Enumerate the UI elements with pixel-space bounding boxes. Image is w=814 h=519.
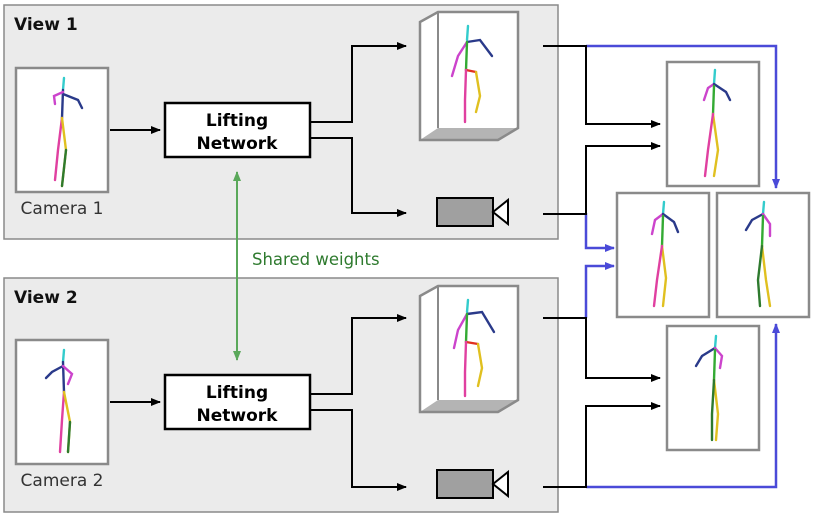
pose-3d-view-2 [418, 284, 520, 414]
lifting-network-2-line1: Lifting [206, 383, 268, 403]
skeleton-2d-camera-2 [44, 348, 74, 454]
skeleton-3d-view-1 [450, 24, 494, 124]
view-1-panel: View 1 Camera 1 Lifting Network [3, 4, 559, 240]
blue-arrow-pose-2-to-reprojection-left [584, 262, 615, 318]
arrow-pose-2-to-projection-bottom [543, 317, 661, 382]
view-2-title: View 2 [14, 288, 78, 308]
view-2-panel: View 2 Camera 2 Lifting Network [3, 277, 559, 513]
camera-1-image [14, 66, 110, 194]
lifting-network-1: Lifting Network [163, 101, 312, 159]
arrow-camera-2-to-projection-bottom [543, 402, 661, 488]
view-1-title: View 1 [14, 15, 78, 35]
skeleton-2d-camera-1 [52, 76, 84, 188]
lifting-network-1-line1: Lifting [206, 111, 268, 131]
camera-icon-view-1 [436, 197, 509, 227]
blue-arrow-camera-2-to-reprojection-right [586, 323, 780, 489]
projection-right [715, 191, 811, 319]
skeleton-3d-view-2 [452, 298, 496, 398]
projection-top [665, 60, 761, 188]
arrow-camera-1-to-projection-top [543, 142, 661, 215]
arrow-network-1-to-camera [310, 137, 407, 217]
camera-2-label: Camera 2 [21, 471, 104, 491]
arrow-network-2-to-pose [310, 314, 407, 395]
lifting-network-1-line2: Network [197, 134, 279, 154]
camera-1-label: Camera 1 [21, 199, 104, 219]
blue-arrow-camera-1-to-reprojection-left [584, 213, 615, 252]
arrow-network-1-to-pose [310, 42, 407, 123]
pose-3d-view-1 [418, 10, 520, 142]
arrow-network-2-to-camera [310, 409, 407, 491]
projection-left [615, 191, 711, 319]
camera-2-image [14, 338, 110, 466]
lifting-network-2: Lifting Network [163, 373, 312, 431]
projection-bottom [665, 324, 761, 452]
blue-arrow-pose-1-to-reprojection-right [586, 44, 780, 189]
shared-weights-label: Shared weights [252, 250, 380, 269]
camera-icon-view-2 [436, 469, 509, 499]
arrow-pose-1-to-projection-top [543, 45, 661, 128]
lifting-network-2-line2: Network [197, 406, 279, 426]
